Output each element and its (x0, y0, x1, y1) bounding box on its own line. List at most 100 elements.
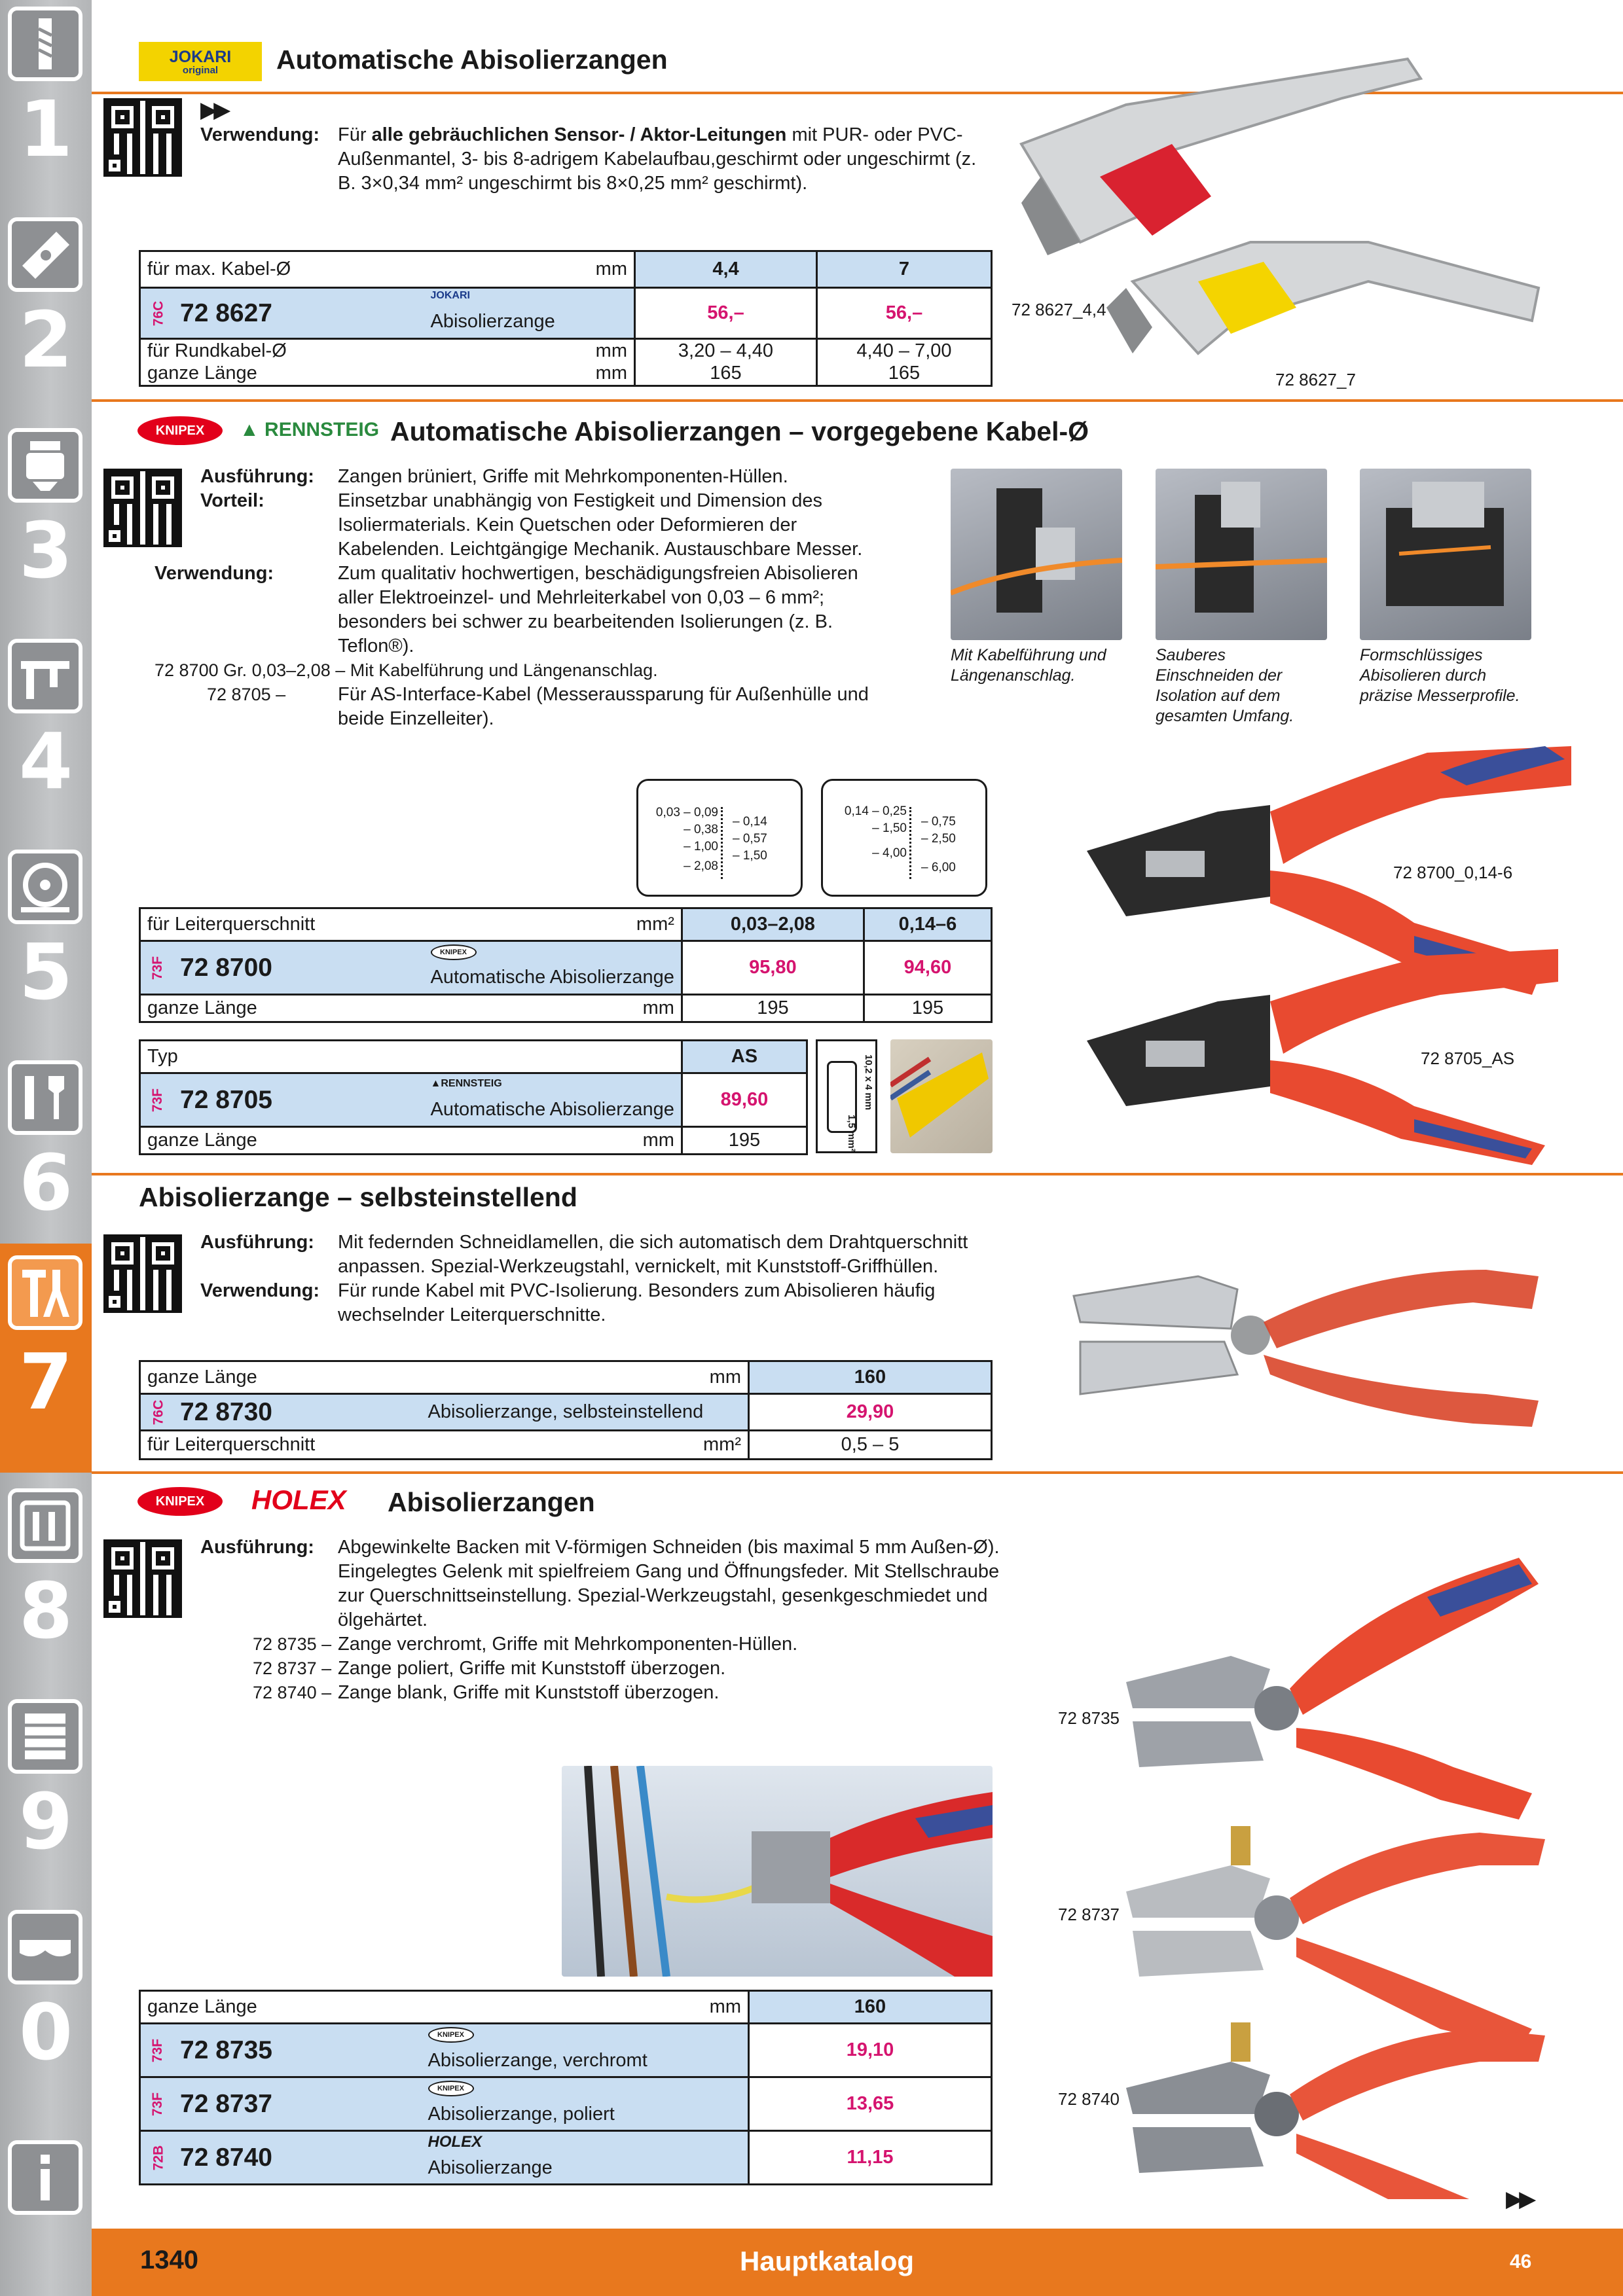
article-number[interactable]: 72 8737 (180, 2089, 272, 2118)
chapter-tab-1[interactable]: 1 (0, 0, 92, 209)
detail-photo-2 (1155, 469, 1328, 640)
knipex-mini-logo: KNIPEX (428, 2081, 474, 2096)
chapter-page: 46 (1510, 2251, 1532, 2272)
image-label: 72 8700_0,14-6 (1393, 863, 1513, 882)
blade-profile-diagram-2: 0,14 – 0,25– 1,50– 4,00 – 0,75– 2,50– 6,… (821, 779, 987, 897)
chapter-tab-7[interactable]: 7 (0, 1244, 92, 1473)
section-divider (92, 399, 1623, 402)
stripper-72-8740 (1126, 2022, 1545, 2199)
price: 19,10 (748, 2022, 993, 2078)
article-desc: KNIPEX Automatische Abisolierzange (428, 940, 683, 996)
chapter-tab-2[interactable]: 2 (0, 211, 92, 420)
manual-stripper-images (1126, 1558, 1545, 2199)
rennsteig-triangle-icon: ▲ (240, 419, 259, 440)
tool-holder-icon (26, 441, 64, 491)
article-number[interactable]: 72 8735 (180, 2036, 272, 2064)
s1-usage: Verwendung: Für alle gebräuchlichen Sens… (200, 124, 977, 194)
s3-description: Ausführung:Mit federnden Schneidlamellen… (200, 1232, 968, 1325)
qr-code[interactable] (103, 98, 182, 177)
chapter-number: 1 (18, 84, 73, 174)
qr-code[interactable] (103, 469, 182, 547)
chapter-number: 6 (18, 1138, 73, 1228)
more-arrow-icon[interactable]: ▶▶ (200, 97, 230, 123)
photo-caption: Sauberes Einschneiden der Isolation auf … (1156, 646, 1294, 725)
article-desc: Abisolierzange, selbsteinstellend (428, 1393, 750, 1431)
catalog-name: Hauptkatalog (740, 2246, 915, 2276)
article-desc: KNIPEX Abisolierzange, verchromt (428, 2022, 750, 2078)
next-page-arrow-icon[interactable]: ▶▶ (1506, 2186, 1536, 2212)
article-desc: JOKARI Abisolierzange (428, 287, 636, 340)
qr-code[interactable] (103, 1234, 182, 1313)
as-cable-photo (888, 1039, 993, 1153)
section-divider (92, 1173, 1623, 1175)
qr-code[interactable] (103, 1539, 182, 1618)
chapter-tab-8[interactable]: 8 (0, 1482, 92, 1691)
chapter-tab-4[interactable]: 4 (0, 632, 92, 842)
price: 29,90 (748, 1393, 993, 1431)
chapter-number: 7 (18, 1336, 73, 1427)
article-number[interactable]: 72 8700 (180, 953, 272, 982)
chapter-number: 0 (18, 1987, 73, 2077)
s2-description: Ausführung:Zangen brüniert, Griffe mit M… (155, 466, 869, 729)
photo-caption: Formschlüssiges Abisolieren durch präzis… (1360, 646, 1520, 705)
wrench-icon (25, 1076, 64, 1119)
image-label: 72 8627_7 (1275, 370, 1356, 389)
photo-caption: Mit Kabelführung und Längenanschlag. (951, 646, 1106, 685)
tool-cabinet-icon (25, 1713, 65, 1759)
holex-mini-logo: HOLEX (428, 2133, 483, 2151)
price: 13,65 (748, 2076, 993, 2132)
chapter-number: 3 (18, 505, 73, 596)
caliper-icon (21, 661, 69, 699)
knipex-mini-logo: KNIPEX (430, 944, 477, 960)
footer-bar: 1340 Hauptkatalog 46 (92, 2229, 1623, 2296)
stripping-in-use-photo (562, 1765, 993, 1977)
workshop-icon (20, 1500, 71, 1551)
chapter-number: 2 (18, 295, 73, 385)
knipex-logo: KNIPEX (137, 1487, 223, 1516)
rennsteig-mini-logo: ▲RENNSTEIG (430, 1078, 502, 1089)
cutting-insert-icon (22, 232, 69, 279)
s4-description: Ausführung:Abgewinkelte Backen mit V-för… (200, 1537, 1000, 1703)
chapter-tab-9[interactable]: 9 (0, 1693, 92, 1902)
blade-profile-diagram-1: 0,03 – 0,09– 0,38– 1,00– 2,08 – 0,14– 0,… (636, 779, 803, 897)
article-number[interactable]: 72 8627 (180, 298, 272, 327)
section-title-4: Abisolierzangen (388, 1487, 595, 1517)
jokari-logo: JOKARI original (139, 42, 262, 81)
article-number[interactable]: 72 8730 (180, 1397, 272, 1426)
section-title-2: Automatische Abisolierzangen – vorgegebe… (390, 416, 1089, 446)
table-col-header: 4,4 (634, 250, 818, 289)
drill-bit-icon (37, 18, 53, 69)
article-number[interactable]: 72 8705 (180, 1085, 272, 1114)
chapter-number: 5 (18, 927, 73, 1017)
image-label: 72 8627_4,4 (1012, 300, 1106, 319)
chapter-tab-3[interactable]: 3 (0, 422, 92, 631)
chapter-number: 9 (18, 1776, 73, 1867)
rennsteig-logo: ▲ RENNSTEIG (240, 419, 380, 440)
price: 56,– (816, 287, 993, 340)
chapter-tab-0[interactable]: 0 (0, 1903, 92, 2113)
price: 56,– (634, 287, 818, 340)
self-adjusting-stripper-image (1072, 1270, 1539, 1427)
chapter-tab-info[interactable]: i (0, 2121, 92, 2225)
chapter-tab-6[interactable]: 6 (0, 1054, 92, 1263)
stripper-72-8737 (1126, 1826, 1545, 2049)
chapter-tab-5[interactable]: 5 (0, 843, 92, 1052)
safety-glasses-icon (20, 1940, 71, 1957)
detail-photo-3 (1360, 469, 1531, 640)
article-desc: KNIPEX Abisolierzange, poliert (428, 2076, 750, 2132)
jokari-stripper-image (1019, 57, 1541, 355)
table-head-label: für max. Kabel-Ø (139, 250, 428, 289)
article-desc: ▲RENNSTEIG Automatische Abisolierzange (428, 1072, 683, 1128)
article-number[interactable]: 72 8740 (180, 2143, 272, 2172)
